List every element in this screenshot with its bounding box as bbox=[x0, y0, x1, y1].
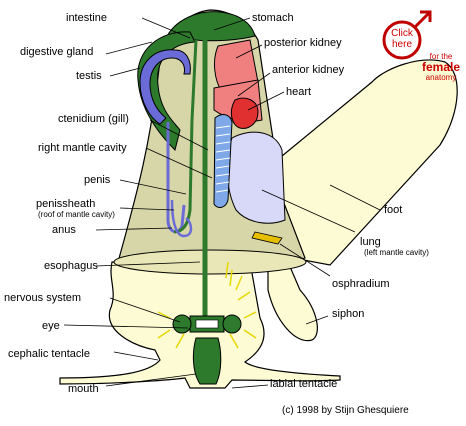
label-stomach: stomach bbox=[252, 12, 294, 24]
mantle-rim bbox=[113, 249, 307, 275]
label-mouth: mouth bbox=[68, 383, 99, 395]
label-cephalic-tentacle: cephalic tentacle bbox=[8, 348, 90, 360]
heart-shape bbox=[230, 97, 259, 129]
right-ganglion bbox=[222, 314, 242, 334]
label-nervous-system: nervous system bbox=[4, 292, 82, 304]
label-esophagus: esophagus bbox=[44, 260, 98, 272]
label-labial-tentacle: labial tentacle bbox=[270, 378, 338, 390]
female-for-the: for the bbox=[429, 52, 453, 61]
lung-shape bbox=[226, 131, 286, 224]
label-lung-note: (left mantle cavity) bbox=[364, 248, 429, 257]
label-heart: heart bbox=[286, 86, 312, 98]
siphon-shape bbox=[267, 254, 318, 342]
label-siphon: siphon bbox=[332, 308, 365, 320]
label-foot: foot bbox=[384, 204, 403, 216]
gill-shape bbox=[213, 114, 233, 208]
female-anatomy-word: anatomy bbox=[425, 73, 457, 82]
click-here-line1: Click bbox=[391, 28, 413, 39]
click-here-line2: here bbox=[391, 39, 412, 50]
gonoduct bbox=[166, 122, 186, 234]
testis-shape bbox=[139, 49, 191, 125]
leader-lines bbox=[63, 17, 381, 389]
label-intestine: intestine bbox=[66, 12, 107, 24]
osphradium-shape bbox=[251, 231, 283, 245]
copyright-text: (c) 1998 by Stijn Ghesquiere bbox=[282, 405, 409, 416]
label-digestive-gland: digestive gland bbox=[20, 46, 94, 58]
label-penissheath-note: (roof of mantle cavity) bbox=[38, 210, 115, 219]
label-eye: eye bbox=[42, 320, 60, 332]
foot-shape bbox=[249, 59, 458, 266]
left-ganglion bbox=[172, 314, 192, 334]
female-word: female bbox=[421, 60, 461, 74]
female-anatomy-link[interactable]: Click here for the female anatomy bbox=[380, 8, 466, 88]
male-symbol-icon bbox=[382, 10, 432, 60]
nerves bbox=[157, 261, 257, 349]
label-penis: penis bbox=[84, 174, 111, 186]
buccal-mass bbox=[192, 337, 222, 385]
label-lung: lung bbox=[360, 236, 381, 248]
label-anus: anus bbox=[52, 224, 76, 236]
gill-lamellae bbox=[215, 125, 231, 193]
penis-shape bbox=[170, 199, 193, 238]
label-testis: testis bbox=[76, 70, 102, 82]
label-anterior-kidney: anterior kidney bbox=[272, 64, 345, 76]
label-ctenidium: ctenidium (gill) bbox=[58, 113, 129, 125]
label-penissheath: penissheath bbox=[36, 198, 96, 210]
label-osphradium: osphradium bbox=[332, 278, 390, 290]
label-posterior-kidney: posterior kidney bbox=[264, 37, 342, 49]
label-right-mantle-cavity: right mantle cavity bbox=[38, 142, 127, 154]
